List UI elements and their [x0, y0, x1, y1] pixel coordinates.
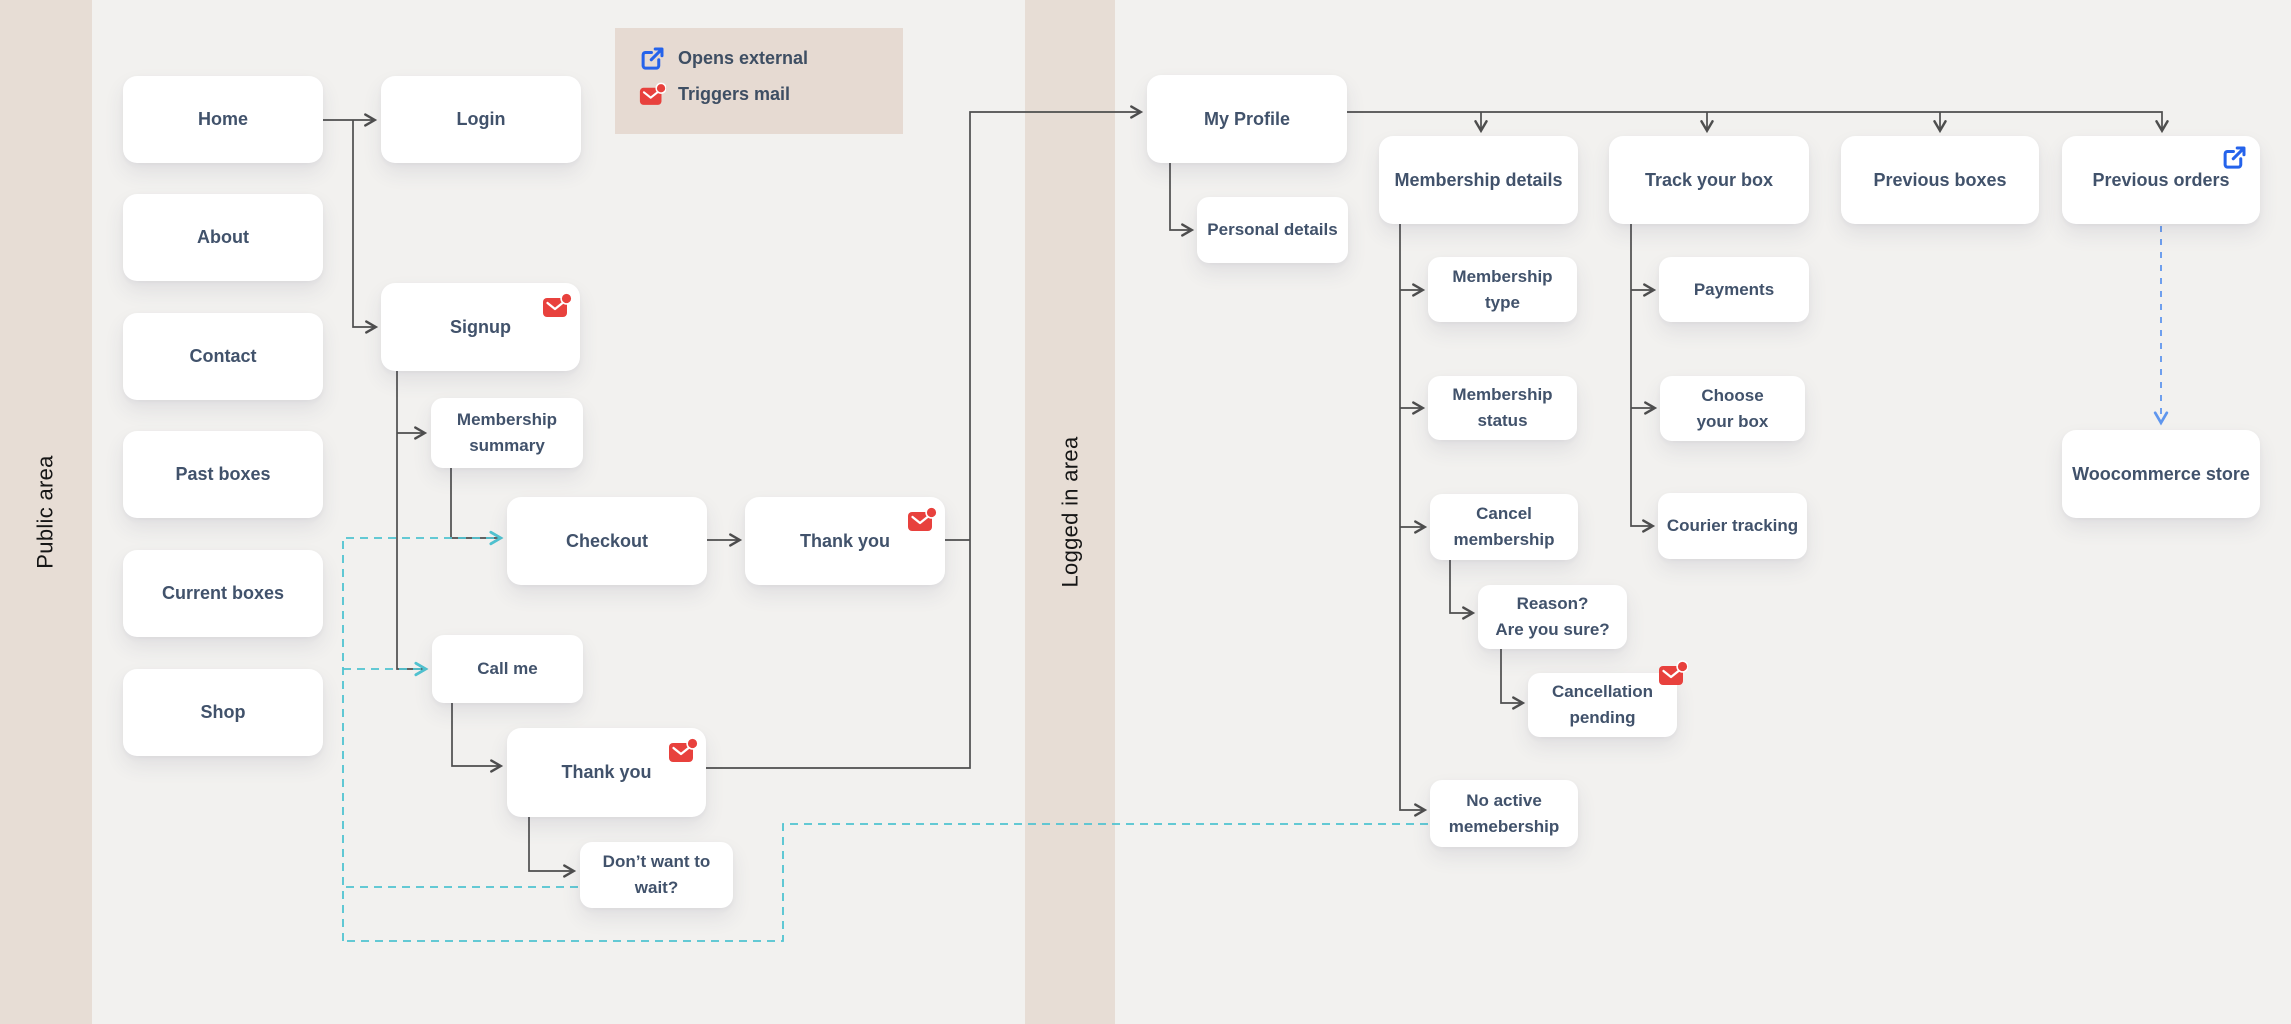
node-past-boxes[interactable]: Past boxes [123, 431, 323, 518]
connector-call-me-to-thank-you [451, 703, 504, 773]
external-link-icon [639, 45, 666, 72]
node-shop[interactable]: Shop [123, 669, 323, 756]
logged-in-area-strip: Logged in area [1025, 0, 1115, 1024]
node-label: Thank you [799, 530, 890, 551]
connector-thank-you-to-dont-wait [528, 817, 577, 878]
node-reason-are-you-sure[interactable]: Reason?Are you sure? [1478, 585, 1627, 649]
node-label: Past boxes [175, 464, 271, 484]
connector-my-profile-top-run [1347, 111, 2169, 134]
node-label: Checkout [565, 530, 648, 551]
node-checkout[interactable]: Checkout [507, 497, 707, 585]
node-label: Call me [477, 659, 538, 678]
connector-thank-you-to-my-profile [706, 105, 1144, 769]
node-courier-tracking[interactable]: Courier tracking [1658, 493, 1807, 559]
legend-label-opens-external: Opens external [678, 48, 809, 68]
node-label: Login [456, 109, 506, 129]
node-my-profile[interactable]: My Profile [1147, 75, 1347, 163]
node-label: Track your box [1644, 169, 1774, 190]
mail-icon [907, 506, 937, 534]
node-track-your-box[interactable]: Track your box [1609, 136, 1809, 224]
mail-icon [542, 292, 572, 320]
node-current-boxes[interactable]: Current boxes [123, 550, 323, 637]
node-label: Reason?Are you sure? [1495, 594, 1610, 639]
node-label: Signup [450, 316, 511, 337]
node-label: Courier tracking [1666, 516, 1799, 535]
connector-details-to-no-active [1399, 224, 1428, 817]
mail-icon [1658, 660, 1688, 688]
node-label: Previous orders [2092, 169, 2230, 190]
legend-label-triggers-mail: Triggers mail [678, 84, 791, 104]
node-previous-orders[interactable]: Previous orders [2062, 136, 2260, 224]
external-link-icon [2222, 145, 2252, 173]
mail-icon [639, 81, 666, 108]
node-woocommerce-store[interactable]: Woocommerce store [2062, 430, 2260, 518]
connector-summary-to-checkout [450, 468, 504, 545]
public-area-strip: Public area [0, 0, 92, 1024]
node-label: Woocommerce store [2072, 463, 2250, 484]
node-contact[interactable]: Contact [123, 313, 323, 400]
mail-icon [668, 737, 698, 765]
connector-dashed-no-active [343, 823, 1428, 942]
connector-cancel-to-reason [1449, 560, 1476, 620]
node-label: Shop [200, 702, 246, 722]
connector-signup-to-call-me [396, 371, 429, 676]
node-thank-you-checkout[interactable]: Thank you [745, 497, 945, 585]
node-label: Personal details [1207, 220, 1338, 239]
node-home[interactable]: Home [123, 76, 323, 163]
node-membership-details[interactable]: Membership details [1379, 136, 1578, 224]
node-label: My Profile [1203, 108, 1291, 129]
legend: Opens external Triggers mail [615, 28, 903, 134]
node-signup[interactable]: Signup [381, 283, 580, 371]
connector-track-to-courier [1630, 224, 1656, 533]
node-label: Membership details [1394, 169, 1563, 190]
legend-row-external: Opens external [639, 45, 881, 72]
connector-dashed-to-checkout [342, 530, 504, 941]
connector-home-to-signup [352, 120, 379, 334]
node-login[interactable]: Login [381, 76, 581, 163]
node-label: Current boxes [161, 583, 285, 603]
node-call-me[interactable]: Call me [432, 635, 583, 703]
node-label: About [197, 227, 249, 247]
node-label: Home [197, 109, 248, 129]
node-label: Thank you [561, 762, 652, 782]
connector-reason-to-pending [1500, 649, 1526, 710]
node-previous-boxes[interactable]: Previous boxes [1841, 136, 2039, 224]
legend-row-mail: Triggers mail [639, 81, 881, 108]
node-thank-you-call[interactable]: Thank you [507, 728, 706, 817]
node-payments[interactable]: Payments [1659, 257, 1809, 322]
node-label: Contact [189, 346, 257, 366]
node-personal-details[interactable]: Personal details [1197, 197, 1348, 263]
node-label: Payments [1693, 279, 1775, 299]
node-about[interactable]: About [123, 194, 323, 281]
connector-my-profile-to-personal [1169, 163, 1195, 237]
node-label: Previous boxes [1873, 169, 2007, 190]
